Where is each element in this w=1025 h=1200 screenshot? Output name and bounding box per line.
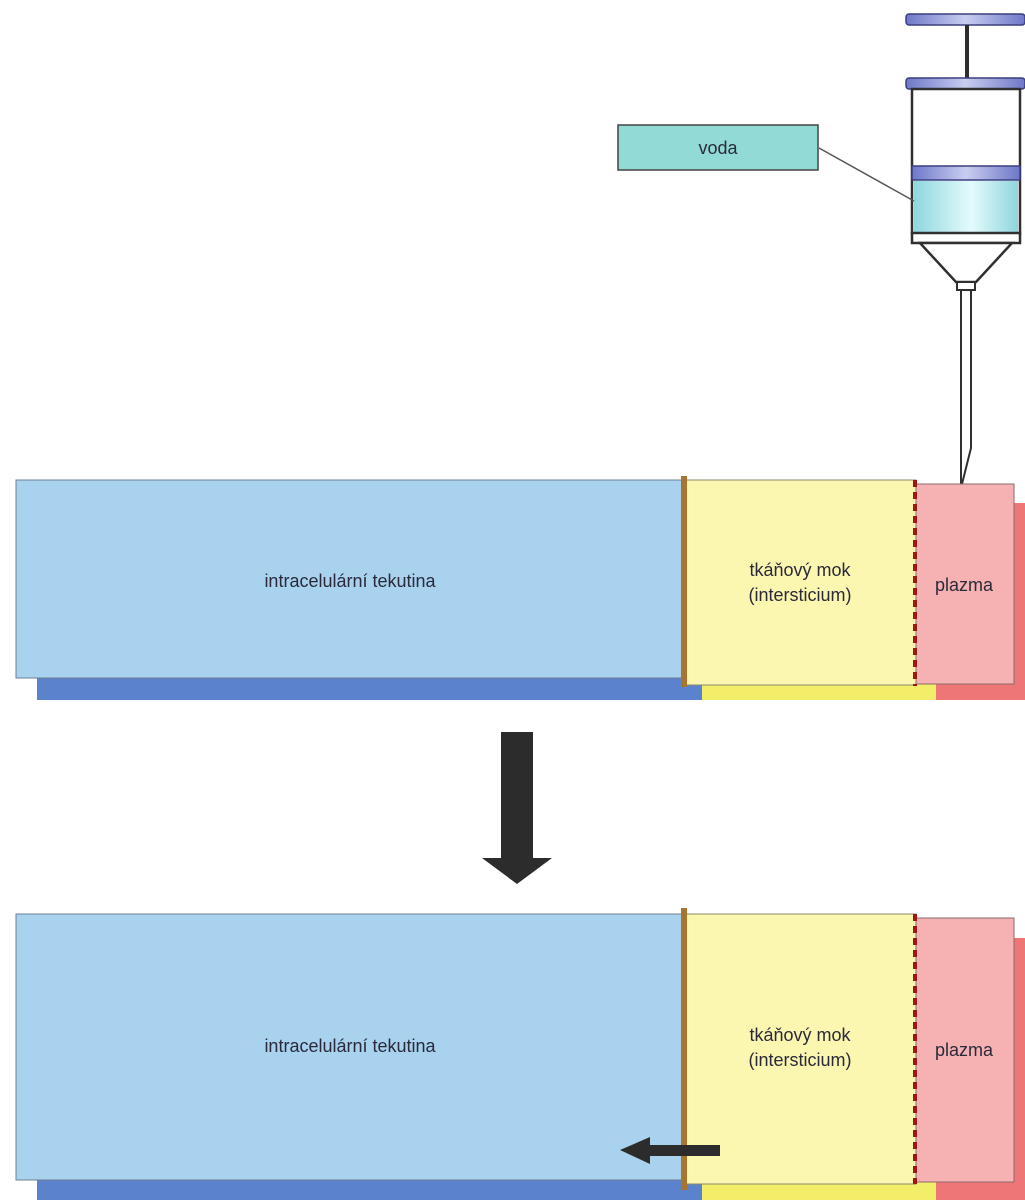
interstitial-compartment [683, 913, 917, 1185]
interstitial-compartment [683, 479, 917, 686]
intracellular-compartment [15, 913, 685, 1181]
intracellular-shadow [37, 1180, 702, 1200]
compartments-after: intracelulární tekutina tkáňový mok (int… [15, 908, 1025, 1200]
plasma-label: plazma [935, 1040, 994, 1060]
intracellular-label: intracelulární tekutina [264, 571, 436, 591]
interstitial-label-line1: tkáňový mok [749, 560, 851, 580]
arrow-down-icon [482, 732, 552, 884]
plasma-compartment [915, 917, 1015, 1183]
syringe-icon [905, 13, 1025, 485]
interstitial-label-line1: tkáňový mok [749, 1025, 851, 1045]
plasma-compartment [915, 483, 1015, 685]
water-in-syringe [914, 181, 1018, 233]
intracellular-compartment [15, 479, 685, 679]
compartments-before: intracelulární tekutina tkáňový mok (int… [15, 476, 1025, 700]
intracellular-label: intracelulární tekutina [264, 1036, 436, 1056]
water-label: voda [698, 138, 738, 158]
arrow-left-icon [620, 1137, 720, 1164]
interstitial-label-line2: (intersticium) [748, 585, 851, 605]
interstitial-label-line2: (intersticium) [748, 1050, 851, 1070]
water-label-callout: voda [617, 124, 915, 202]
interstitial-shadow [702, 1180, 938, 1200]
intracellular-shadow [37, 678, 702, 700]
plasma-label: plazma [935, 575, 994, 595]
